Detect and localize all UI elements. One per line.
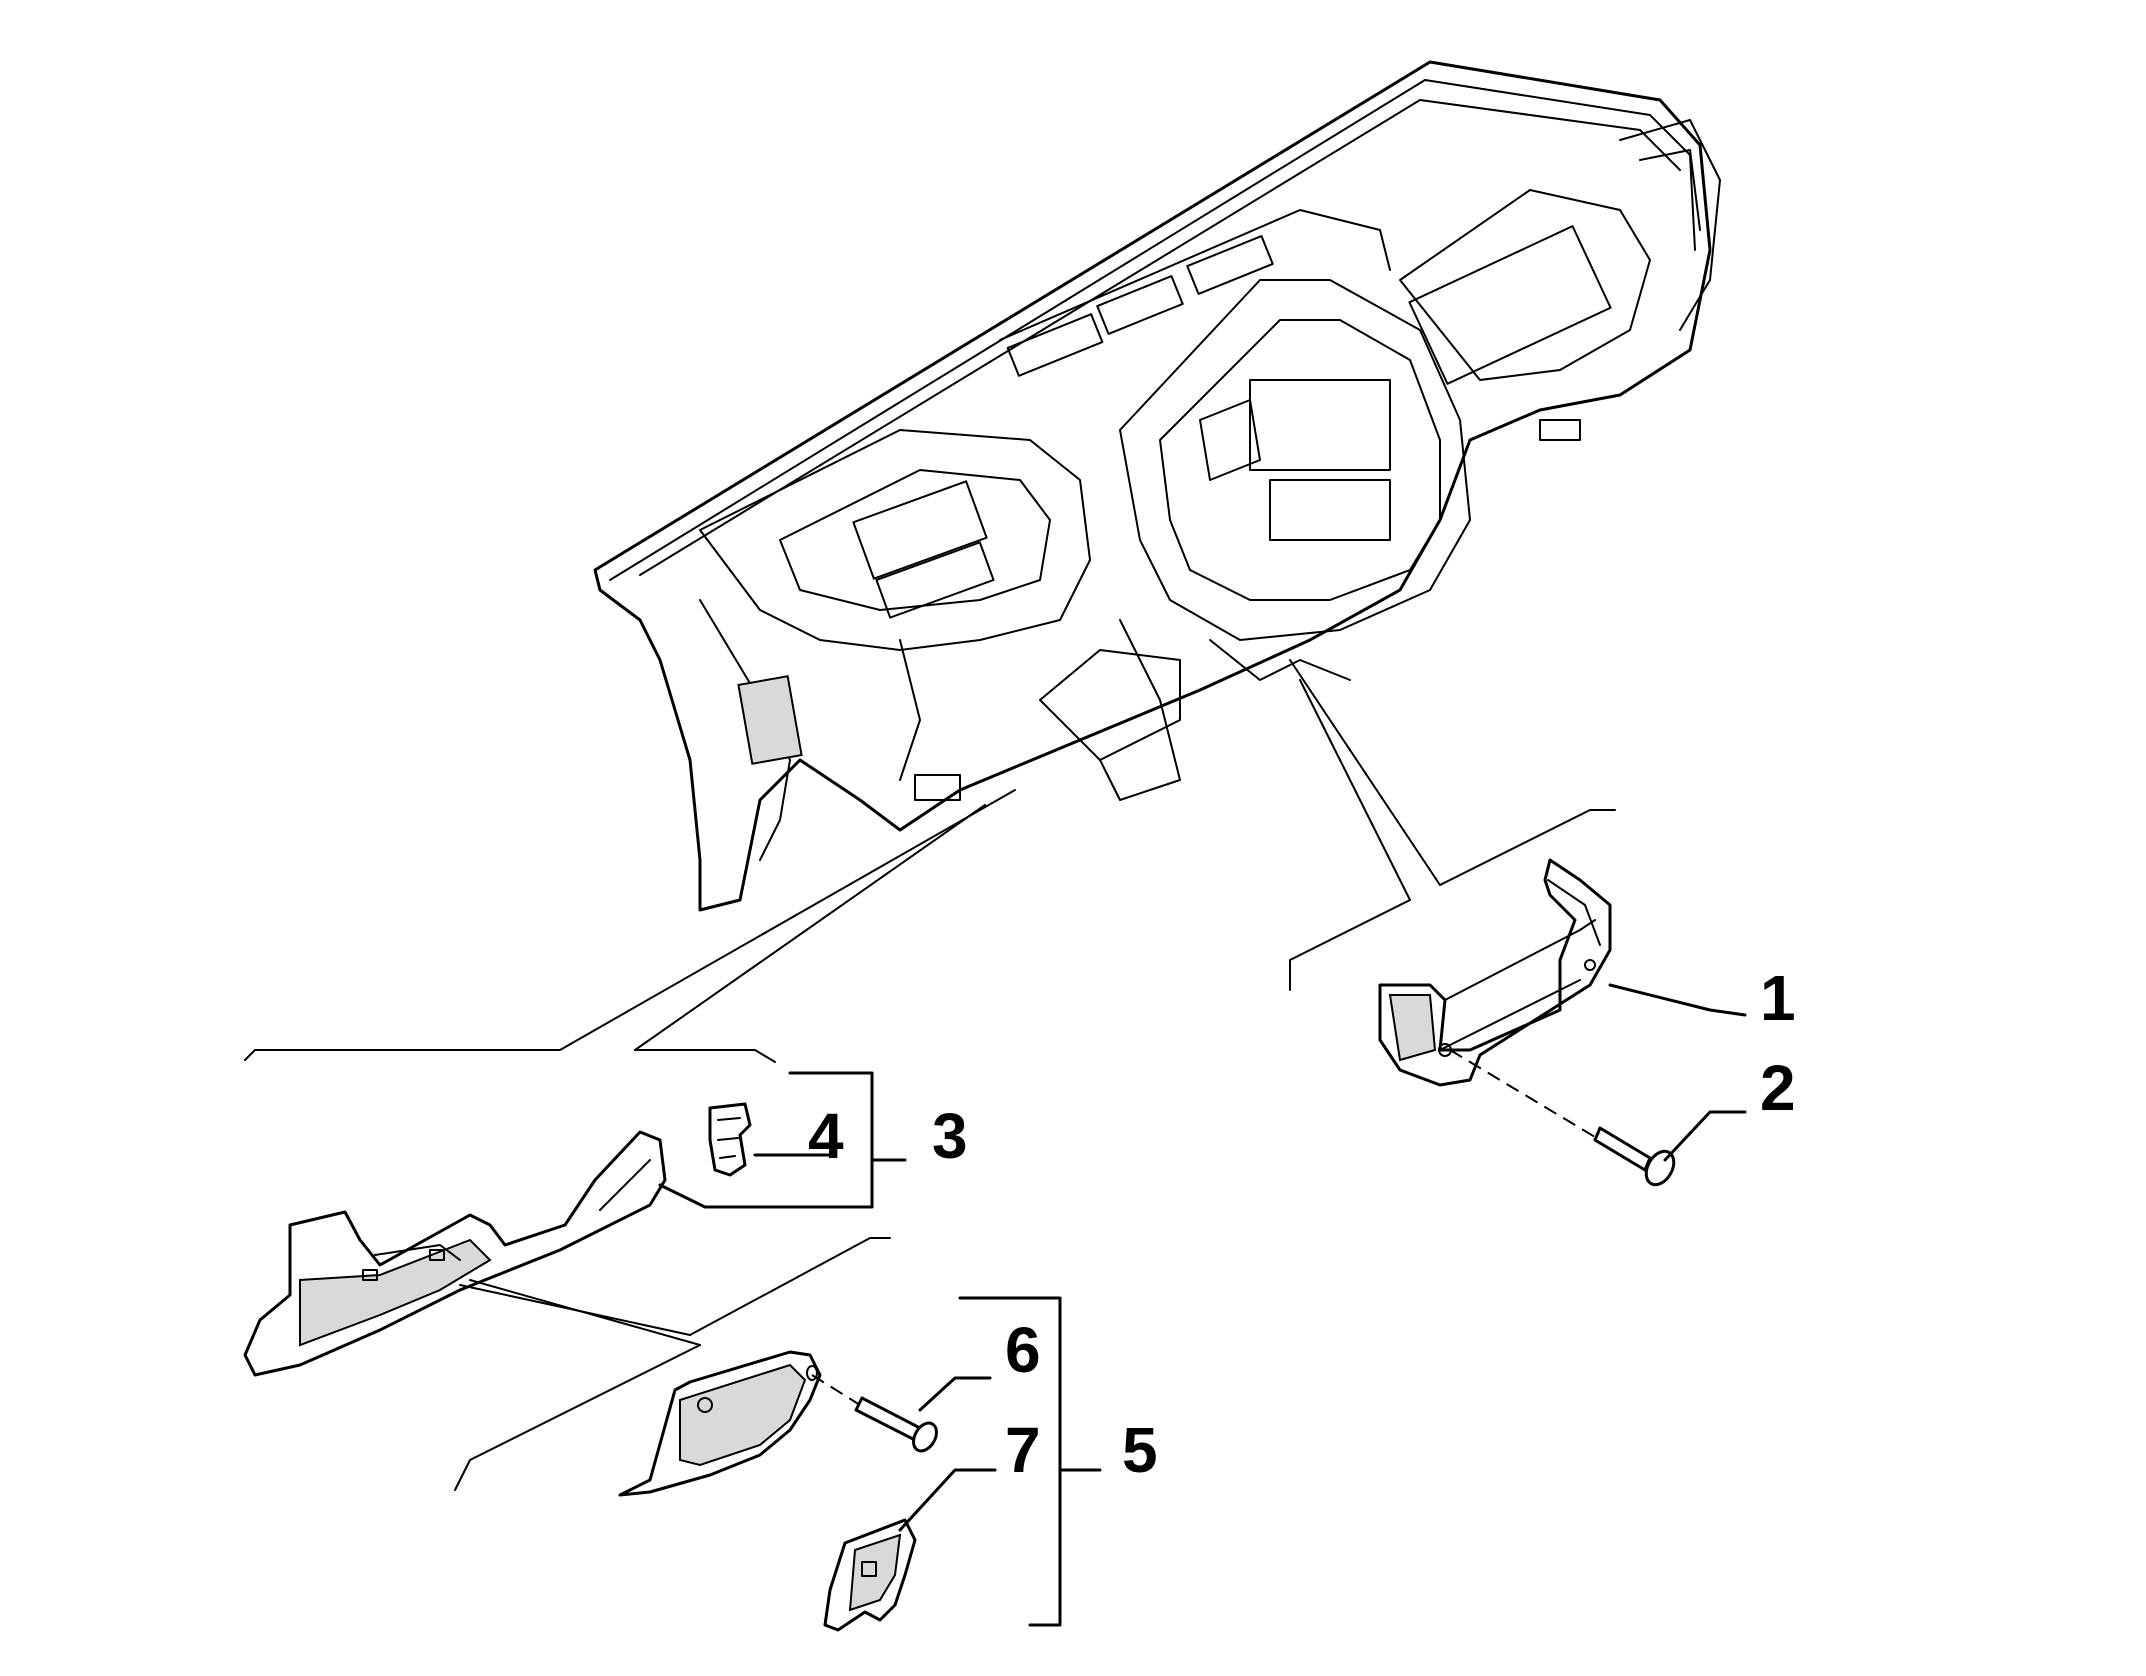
bracket-5-6-7 [898, 1296, 1102, 1627]
callout-3: 3 [932, 1100, 968, 1172]
callout-1: 1 [1760, 962, 1796, 1034]
dashboard-assembly [593, 60, 1721, 912]
part-6-screw [811, 1374, 938, 1453]
part-4-clip [708, 1102, 752, 1177]
part-2-screw [1449, 1049, 1676, 1187]
part-1-bracket [1378, 858, 1612, 1087]
bracket-3-4 [658, 1071, 907, 1209]
callout-2: 2 [1760, 1052, 1796, 1124]
callout-6: 6 [1005, 1314, 1041, 1386]
part-3-trim-panel [243, 1130, 667, 1377]
leader-lines-lower [454, 1237, 891, 1491]
callout-5: 5 [1122, 1414, 1158, 1486]
callout-7: 7 [1005, 1414, 1041, 1486]
part-7-clip [823, 1518, 917, 1632]
callout-leaders-right [1608, 983, 1747, 1162]
leader-lines [244, 659, 1616, 1063]
callout-4: 4 [808, 1100, 844, 1172]
part-5-cover [618, 1350, 822, 1497]
